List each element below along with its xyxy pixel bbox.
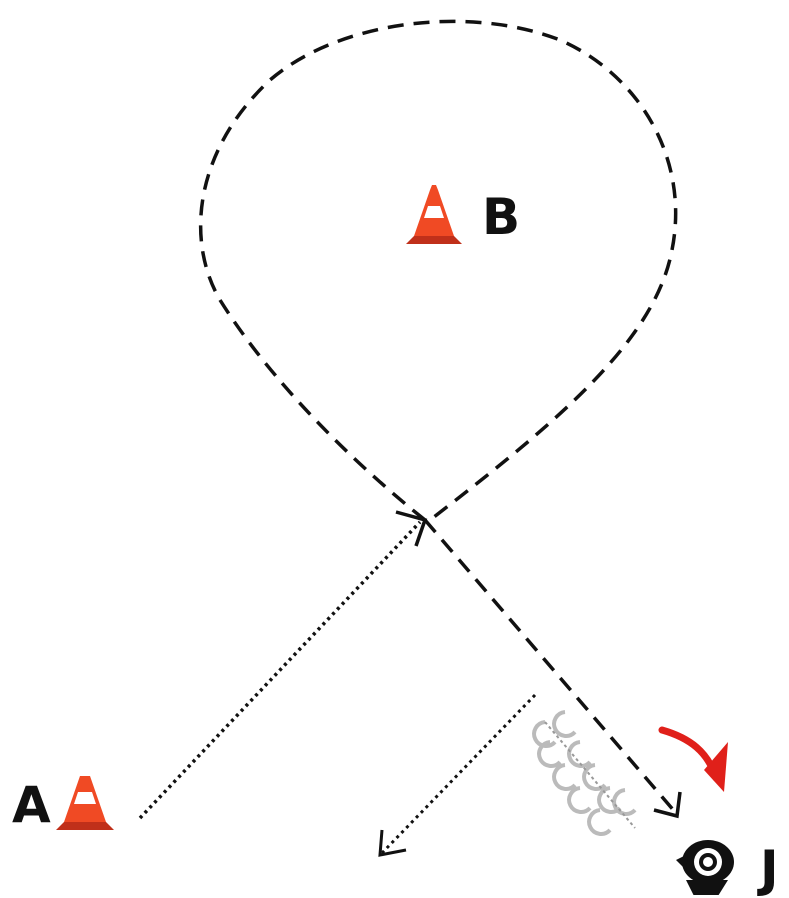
dotted-return-path [380, 693, 537, 855]
label-j: J [760, 840, 779, 898]
label-b: B [482, 188, 521, 246]
dotted-return-arrowhead [378, 829, 407, 857]
traffic-cone-icon [406, 185, 462, 244]
player-marker-icon [676, 840, 734, 895]
traffic-cone-icon [56, 776, 114, 830]
dotted-approach-path [138, 520, 422, 820]
tire-marks-icon [532, 710, 637, 836]
dashed-exit-arrowhead [653, 791, 682, 819]
dashed-loop-path [198, 19, 678, 522]
dashed-exit-path [423, 518, 677, 814]
label-a: A [12, 776, 51, 834]
crossing-arrowhead [395, 510, 428, 547]
red-curved-arrow-icon [658, 726, 728, 792]
